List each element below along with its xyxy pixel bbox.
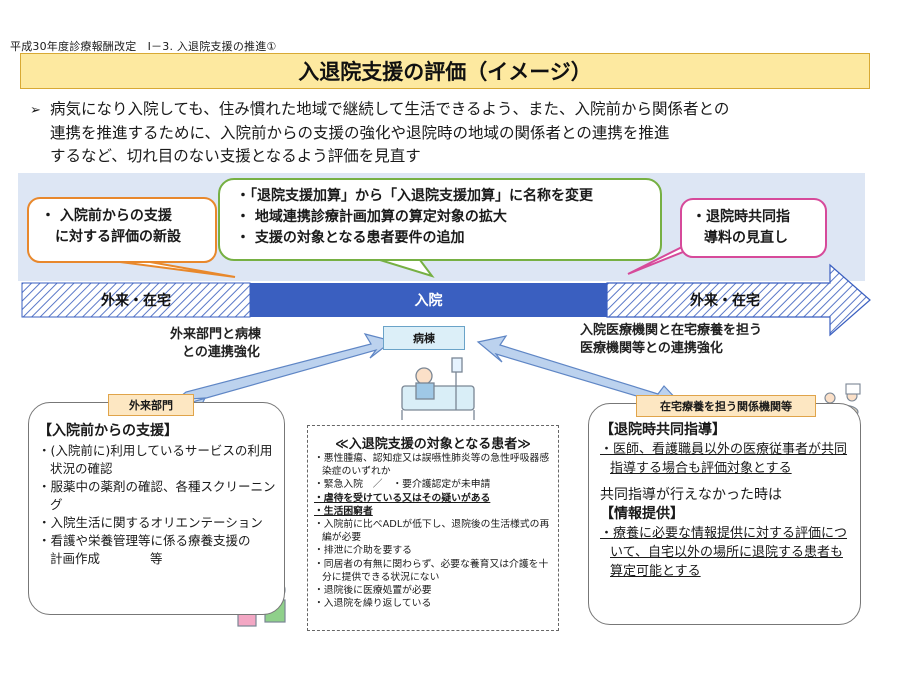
- target-patient-item: ・虐待を受けている又はその疑いがある: [314, 492, 491, 504]
- ward-label: 病棟: [383, 326, 465, 350]
- timeline-outpatient-right-label: 外来・在宅: [690, 293, 760, 309]
- right-link-label: 入院医療機関と在宅療養を担う 医療機関等との連携強化: [580, 323, 763, 356]
- joint-guidance-heading: 【退院時共同指導】: [600, 422, 726, 438]
- outpatient-panel-content: 【入院前からの支援】 ・(入院前に)利用しているサービスの利用状況の確認 ・服薬…: [38, 422, 278, 568]
- target-patients-list: ・悪性腫瘍、認知症又は誤嚥性肺炎等の急性呼吸器感染症のいずれか ・緊急入院 ／ …: [314, 452, 556, 610]
- timeline-outpatient-left-label: 外来・在宅: [101, 293, 171, 309]
- target-patients-panel: [307, 425, 559, 631]
- info-provision-heading: 【情報提供】: [600, 506, 684, 522]
- pink-callout-line-2: 導料の見直し: [704, 230, 788, 246]
- intro-line-3: するなど、切れ目のない支援となるよう評価を見直す: [50, 147, 421, 165]
- outpatient-item-1: ・(入院前に)利用しているサービスの利用状況の確認: [38, 443, 273, 476]
- green-callout-line-3: ・ 支援の対象となる患者要件の追加: [236, 230, 465, 246]
- slide-title: 入退院支援の評価（イメージ）: [20, 53, 870, 89]
- intro-line-1: ➢病気になり入院しても、住み慣れた地域で継続して生活できるよう、また、入院前から…: [30, 98, 880, 122]
- target-patient-item: ・生活困窮者: [314, 505, 373, 517]
- bullet-arrow-icon: ➢: [30, 103, 41, 118]
- target-patient-item: ・同居者の有無に関わらず、必要な養育又は介護を十分に提供できる状況にない: [314, 558, 549, 583]
- outpatient-item-2: ・服薬中の薬剤の確認、各種スクリーニング: [38, 479, 276, 512]
- target-patient-item: ・入院前に比べADLが低下し、退院後の生活様式の再編が必要: [314, 519, 550, 544]
- outpatient-item-3: ・入院生活に関するオリエンテーション: [38, 515, 263, 530]
- intro-line-2: 連携を推進するために、入院前からの支援の強化や退院時の地域の関係者との連携を推進: [50, 124, 670, 142]
- home-care-tag: 在宅療養を担う関係機関等: [636, 395, 816, 417]
- outpatient-tag: 外来部門: [108, 394, 194, 416]
- orange-callout: ・ 入院前からの支援 に対する評価の新設: [27, 197, 217, 263]
- green-callout-line-2: ・ 地域連携診療計画加算の算定対象の拡大: [236, 209, 507, 225]
- outpatient-item-4: ・看護や栄養管理等に係る療養支援の計画作成 等: [38, 533, 251, 566]
- home-care-panel: [588, 403, 861, 625]
- home-care-panel-content: 【退院時共同指導】 ・医師、看護職員以外の医療従事者が共同指導する場合も評価対象…: [600, 421, 855, 581]
- pink-callout: ・退院時共同指 導料の見直し: [680, 198, 827, 258]
- target-patient-item: ・緊急入院 ／ ・要介護認定が未申請: [314, 479, 491, 491]
- timeline-right-arrow: [606, 263, 871, 337]
- patient-bed-illustration: [401, 357, 475, 420]
- slide-header-label: 平成30年度診療報酬改定 Ⅰ－3. 入退院支援の推進①: [10, 40, 277, 53]
- green-callout-line-1: ・「退院支援加算」から「入退院支援加算」に名称を変更: [236, 188, 593, 204]
- pink-callout-line-1: ・退院時共同指: [692, 209, 790, 225]
- info-provision-item: ・療養に必要な情報提供に対する評価について、自宅以外の場所に退院する患者も算定可…: [600, 526, 848, 579]
- green-bubble-tail: [379, 259, 435, 278]
- target-patient-item: ・悪性腫瘍、認知症又は誤嚥性肺炎等の急性呼吸器感染症のいずれか: [314, 453, 550, 478]
- outpatient-heading: 【入院前からの支援】: [38, 423, 178, 439]
- joint-guidance-item: ・医師、看護職員以外の医療従事者が共同指導する場合も評価対象とする: [600, 442, 848, 476]
- orange-bubble-tail: [119, 261, 236, 278]
- intro-text: ➢病気になり入院しても、住み慣れた地域で継続して生活できるよう、また、入院前から…: [30, 98, 880, 168]
- timeline-inpatient-label: 入院: [414, 293, 443, 309]
- target-patient-item: ・入退院を繰り返している: [314, 598, 432, 610]
- green-callout: ・「退院支援加算」から「入退院支援加算」に名称を変更 ・ 地域連携診療計画加算の…: [218, 178, 662, 261]
- target-patient-item: ・排泄に介助を要する: [314, 545, 412, 557]
- joint-guidance-note: 共同指導が行えなかった時は: [600, 487, 782, 503]
- outpatient-panel: [28, 402, 285, 615]
- left-link-label: 外来部門と病棟 との連携強化: [170, 327, 262, 360]
- orange-callout-line-2: に対する評価の新設: [55, 229, 181, 245]
- timeline-left-segment: [21, 282, 251, 318]
- orange-callout-line-1: ・ 入院前からの支援: [41, 208, 172, 224]
- target-patients-title: ≪入退院支援の対象となる患者≫: [335, 437, 531, 452]
- target-patient-item: ・退院後に医療処置が必要: [314, 585, 432, 597]
- timeline-middle-segment: [250, 283, 607, 317]
